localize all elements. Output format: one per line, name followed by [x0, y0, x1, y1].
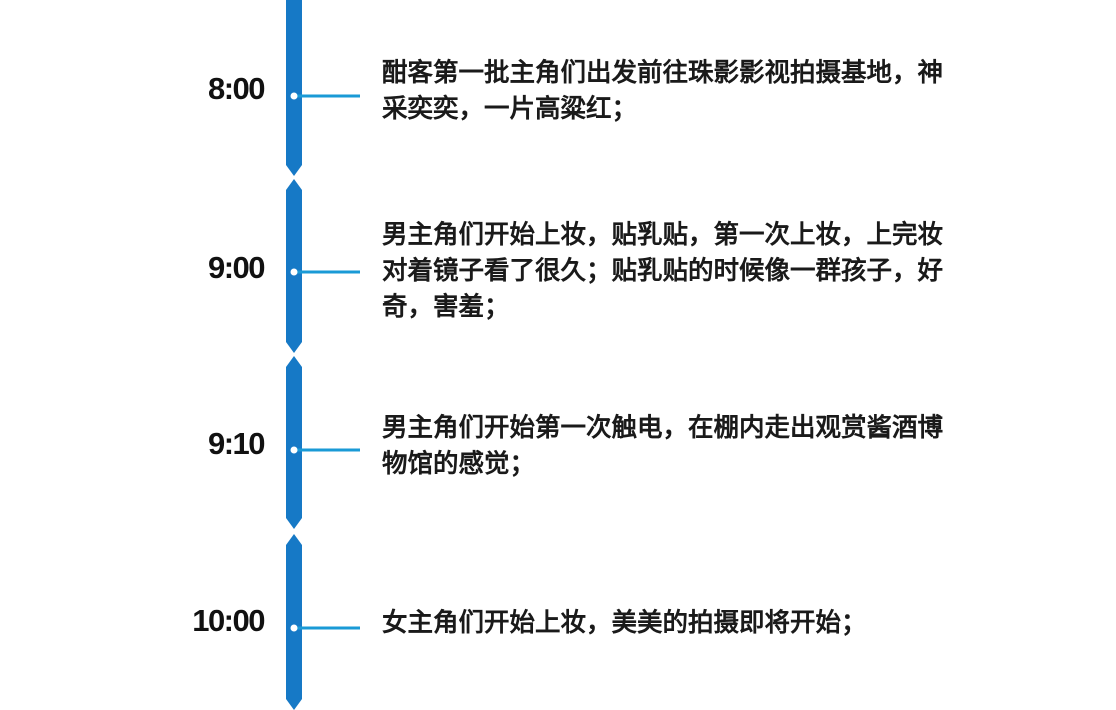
entry-description: 男主角们开始上妆，贴乳贴，第一次上妆，上完妆 对着镜子看了很久；贴乳贴的时候像一… [382, 217, 1082, 325]
description-line: 奇，害羞； [382, 292, 510, 322]
description-line: 女主角们开始上妆，美美的拍摄即将开始； [382, 608, 867, 638]
timeline-segment-4 [286, 534, 302, 710]
timeline-dot-4 [290, 624, 298, 632]
timeline-dot-3 [290, 446, 298, 454]
timeline-dot-1 [290, 92, 298, 100]
timeline-dot-2 [290, 268, 298, 276]
time-label: 8:00 [207, 71, 266, 106]
timeline-segment-2 [286, 179, 302, 353]
description-line: 男主角们开始上妆，贴乳贴，第一次上妆，上完妆 [382, 220, 944, 250]
entry-description: 酣客第一批主角们出发前往珠影影视拍摄基地，神 采奕奕，一片高粱红； [382, 55, 1082, 127]
entry-description: 男主角们开始第一次触电，在棚内走出观赏酱酒博 物馆的感觉； [382, 410, 1082, 482]
timeline-segment-1 [286, 0, 302, 176]
time-label: 9:10 [207, 426, 266, 461]
time-label: 9:00 [207, 250, 266, 285]
description-line: 物馆的感觉； [382, 449, 536, 479]
description-line: 男主角们开始第一次触电，在棚内走出观赏酱酒博 [382, 413, 944, 443]
time-label: 10:00 [192, 603, 265, 638]
description-line: 对着镜子看了很久；贴乳贴的时候像一群孩子，好 [382, 256, 944, 286]
timeline-segment-3 [286, 356, 302, 529]
description-line: 酣客第一批主角们出发前往珠影影视拍摄基地，神 [382, 58, 944, 88]
description-line: 采奕奕，一片高粱红； [382, 94, 638, 124]
entry-description: 女主角们开始上妆，美美的拍摄即将开始； [382, 605, 1082, 641]
